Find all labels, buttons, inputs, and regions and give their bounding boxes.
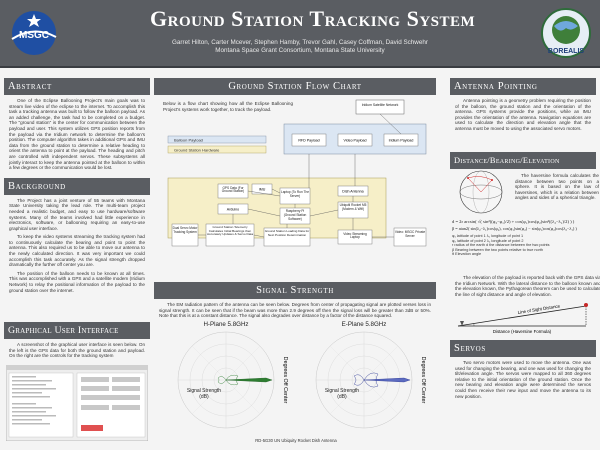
legend-payload-box	[167, 135, 267, 144]
msgc-logo: MSGC	[11, 11, 57, 55]
e-plane-plot	[315, 331, 413, 429]
e-degrees-label: Degrees Off Center	[420, 357, 426, 404]
distance-heading: Distance/Bearing/Elevation	[450, 152, 596, 169]
node-raspberry-label: Raspberry Pi (Ground Station Software)	[283, 209, 307, 221]
servos-text: Two servo motors were used to move the a…	[455, 360, 591, 399]
borealis-logo: BOREALIS	[541, 8, 591, 58]
node-accurate-label: Ground Station Telemetry Calculates Init…	[206, 225, 254, 237]
middle-column: Ground Station Flow Chart	[154, 78, 436, 95]
abstract-heading: Abstract	[4, 78, 150, 95]
elevation-triangle-diagram: Line of Sight Distance Distance (Haversi…	[457, 303, 588, 334]
msgc-logo-text: MSGC	[19, 30, 49, 41]
gui-section: Graphical User Interface A screenshot of…	[4, 322, 150, 441]
node-video-payload-label: Video Payload	[343, 139, 366, 143]
pointing-heading: Antenna Pointing	[450, 78, 596, 95]
node-iridium-payload-label: Iridium Payload	[389, 139, 414, 143]
variable-4: β Bearing between the two points relativ…	[452, 247, 544, 252]
gui-text: A screenshot of the graphical user inter…	[9, 342, 145, 359]
distance-intro: The haversine formula calculates the dis…	[510, 170, 600, 207]
background-p2: To keep the video systems streaming the …	[9, 234, 145, 268]
variable-5: θ Elevation angle	[452, 252, 482, 257]
h-degrees-label: Degrees Off Center	[282, 357, 288, 404]
node-gps-data-label: GPS Data (For Ground Station)	[221, 185, 245, 194]
background-p3: The position of the balloon needs to be …	[9, 270, 145, 293]
right-column: Antenna Pointing Antenna pointing is a g…	[450, 78, 596, 138]
antenna-caption: RD-5G30 UN Ubiquity Rocket Dish Antenna	[255, 438, 337, 443]
background-heading: Background	[4, 177, 150, 195]
gui-body: A screenshot of the graphical user inter…	[4, 339, 150, 365]
signal-body: The EM radiation pattern of the antenna …	[154, 299, 436, 325]
formulas: d = 2r arcsin( √( sin²((φ₂−φ₁)/2) + cos(…	[452, 218, 596, 257]
servos-section: Servos Two servo motors were used to mov…	[450, 340, 596, 405]
formula-distance: d = 2r arcsin( √( sin²((φ₂−φ₁)/2) + cos(…	[452, 219, 575, 224]
flowchart-intro: Below is a flow chart showing how all th…	[158, 98, 298, 118]
authors-block: Garret Hilton, Carter Mcever, Stephen Ha…	[150, 39, 450, 55]
node-video-stream-label: Video Streaming Laptop	[343, 231, 367, 240]
left-column: Abstract One of the Eclipse Ballooning P…	[4, 78, 150, 299]
node-dish-label: Dish Antenna	[342, 190, 363, 194]
node-laptop-label: Laptop (To Run The Server)	[280, 190, 310, 198]
title-banner: MSGC Ground Station Tracking System Garr…	[0, 0, 600, 68]
node-rfd-label: RFD Payload	[298, 139, 319, 143]
signal-section: Signal Strength The EM radiation pattern…	[154, 282, 436, 325]
node-arduino-label: Arduino	[227, 208, 239, 212]
affiliation: Montana Space Grant Consortium, Montana …	[215, 47, 385, 54]
legend-hardware-box	[167, 145, 267, 154]
variable-2: φ₂ latitude of point 2 λ₂ longitude of p…	[452, 238, 524, 243]
legend-payload-label: Balloon Payload	[174, 137, 203, 142]
variables-list: φ₁ latitude of point 1 λ₁ longitude of p…	[452, 234, 596, 257]
flowchart: Balloon Payload Ground Station Hardware …	[167, 99, 427, 247]
flowchart-heading: Ground Station Flow Chart	[154, 78, 436, 95]
signal-heading: Signal Strength	[154, 282, 436, 299]
h-signal-label: Signal Strength (dB)	[186, 388, 222, 400]
h-plane-plot	[177, 331, 275, 429]
elevation-text: The elevation of the payload is reported…	[455, 275, 600, 297]
h-plane-title: H-Plane 5.8GHz	[203, 321, 248, 328]
e-plane-title: E-Plane 5.8GHz	[342, 321, 387, 328]
node-ubiquiti-label: Ubiquiti Rocket M5 (Modem & Wifi)	[339, 203, 367, 211]
abstract-text: One of the Eclipse Ballooning Project's …	[9, 98, 145, 171]
flowchart-intro-text: Below is a flow chart showing how all th…	[163, 101, 293, 112]
variable-1: φ₁ latitude of point 1 λ₁ longitude of p…	[452, 234, 524, 238]
sphere-diagram	[459, 170, 503, 214]
pointing-body: Antenna pointing is a geometry problem r…	[450, 95, 596, 138]
servos-heading: Servos	[450, 340, 596, 357]
signal-text: The EM radiation pattern of the antenna …	[159, 302, 431, 319]
radiation-plots: H-Plane 5.8GHz E-Plane 5.8GHz	[177, 321, 426, 443]
e-signal-label: Signal Strength (dB)	[324, 388, 360, 400]
node-video-payload	[337, 133, 373, 147]
node-internet-label: Video: MSGC Private Server	[394, 230, 426, 238]
node-imu-label: IMU	[259, 188, 266, 192]
borealis-logo-text: BOREALIS	[548, 48, 585, 55]
distance-section: Distance/Bearing/Elevation	[450, 152, 596, 169]
background-body: The Project has a joint venture of 55 te…	[4, 195, 150, 300]
base-label: Distance (Haversine Formula)	[493, 329, 552, 334]
background-p1: The Project has a joint venture of 55 te…	[9, 197, 145, 231]
abstract-body: One of the Eclipse Ballooning Project's …	[4, 95, 150, 177]
balloon-icon	[584, 303, 588, 307]
node-feedback-label: Ground Station Loading Data for Next Pos…	[264, 229, 310, 237]
pointing-text: Antenna pointing is a geometry problem r…	[455, 98, 591, 131]
formula-bearing: β = atan2( sin(λ₂−λ₁)cos(φ₂), cos(φ₁)sin…	[452, 226, 577, 231]
antenna-icon	[460, 321, 464, 326]
node-network-label: Iridium Satellite Network	[361, 103, 399, 107]
distance-text: The haversine formula calculates the dis…	[515, 173, 599, 201]
gui-screenshot	[6, 364, 148, 441]
poster-title: Ground Station Tracking System	[150, 6, 476, 31]
gui-heading: Graphical User Interface	[4, 322, 150, 339]
los-label: Line of Sight Distance	[517, 303, 561, 315]
node-rfd	[291, 133, 327, 147]
servos-body: Two servo motors were used to move the a…	[450, 357, 596, 405]
elevation-body: The elevation of the payload is reported…	[450, 272, 600, 303]
node-drivers-label: Dual Servo Motor Tracking System	[172, 226, 198, 234]
variable-3: r radius of the earth d the distance bet…	[452, 243, 550, 248]
authors: Garret Hilton, Carter Mcever, Stephen Ha…	[172, 39, 428, 46]
legend-hardware-label: Ground Station Hardware	[174, 147, 220, 152]
